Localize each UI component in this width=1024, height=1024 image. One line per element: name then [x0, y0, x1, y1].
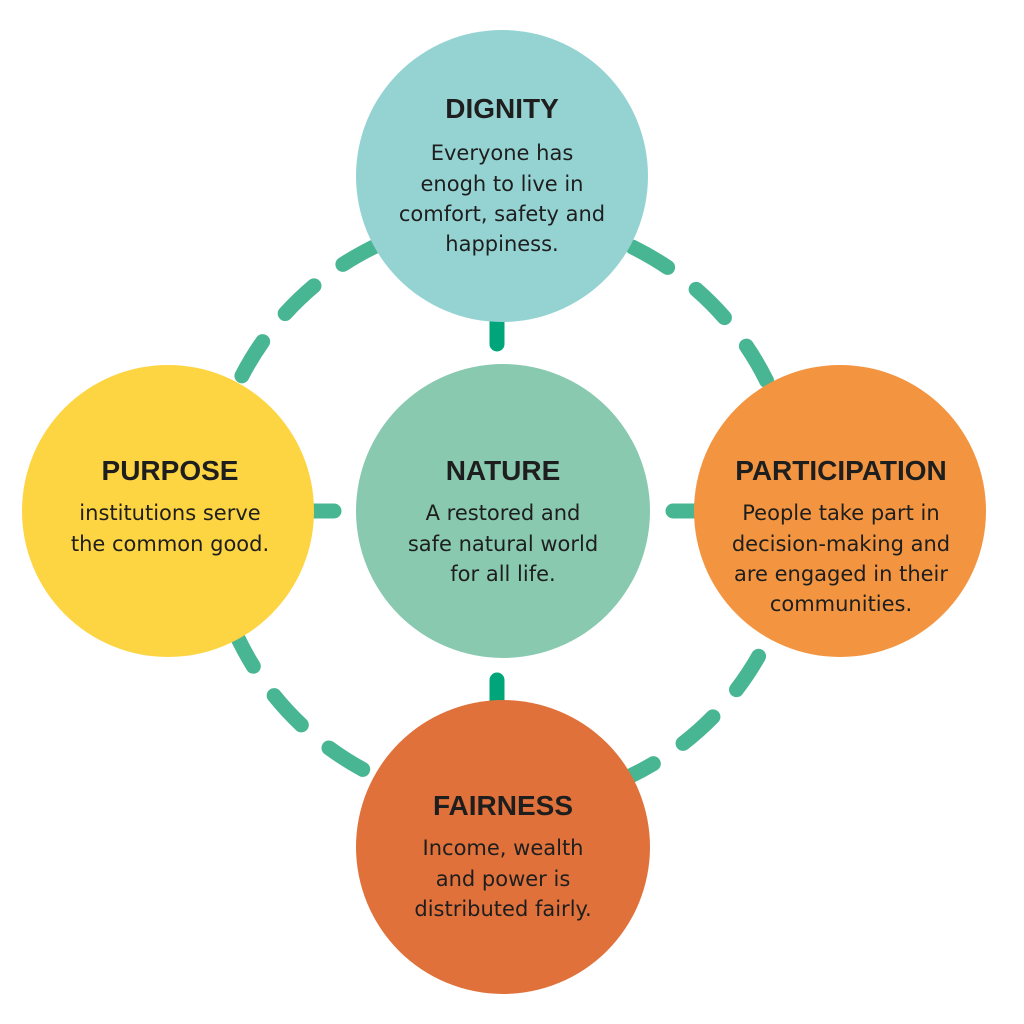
node-dignity-line: comfort, safety and — [399, 202, 605, 226]
node-participation: PARTICIPATION People take part in decisi… — [694, 365, 986, 657]
node-participation-circle — [694, 365, 986, 657]
node-dignity-line: Everyone has — [431, 141, 574, 165]
node-dignity-line: enogh to live in — [421, 172, 584, 196]
node-participation-line: People take part in — [742, 501, 939, 525]
node-nature-line: for all life. — [450, 562, 555, 586]
node-dignity-title: DIGNITY — [445, 93, 559, 124]
node-fairness-line: and power is — [436, 867, 571, 891]
node-nature: NATURE A restored and safe natural world… — [356, 364, 650, 658]
node-purpose-line: institutions serve — [79, 501, 260, 525]
node-dignity-line: happiness. — [445, 232, 558, 256]
node-participation-line: communities. — [770, 592, 912, 616]
node-fairness: FAIRNESS Income, wealth and power is dis… — [356, 700, 650, 994]
node-participation-title: PARTICIPATION — [735, 455, 947, 486]
node-purpose-line: the common good. — [71, 532, 269, 556]
node-nature-line: A restored and — [426, 501, 581, 525]
node-purpose-circle — [22, 365, 314, 657]
node-fairness-line: distributed fairly. — [414, 897, 591, 921]
node-participation-line: are engaged in their — [734, 562, 948, 586]
node-purpose-title: PURPOSE — [102, 455, 239, 486]
node-fairness-line: Income, wealth — [423, 836, 584, 860]
node-dignity-circle — [356, 30, 648, 322]
node-participation-line: decision-making and — [732, 532, 950, 556]
node-nature-circle — [356, 364, 650, 658]
node-fairness-circle — [356, 700, 650, 994]
node-nature-line: safe natural world — [408, 532, 598, 556]
node-dignity: DIGNITY Everyone has enogh to live in co… — [356, 30, 648, 322]
node-purpose: PURPOSE institutions serve the common go… — [22, 365, 314, 657]
node-nature-title: NATURE — [446, 455, 561, 486]
node-fairness-title: FAIRNESS — [433, 790, 573, 821]
